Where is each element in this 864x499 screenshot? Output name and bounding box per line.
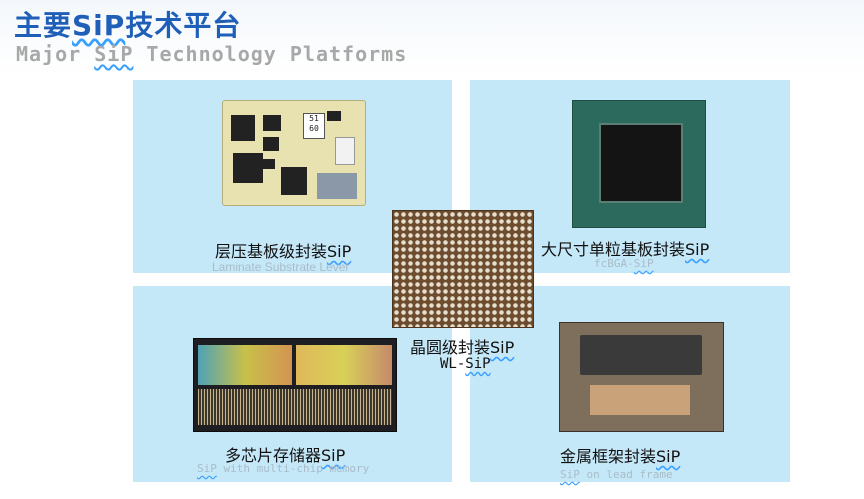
chip-marking-line2: 60	[309, 124, 319, 133]
chip-marking-line1: 51	[309, 114, 319, 123]
wl-chip-image	[392, 210, 534, 328]
page-title: 主要SiP技术平台	[14, 9, 242, 42]
leadframe-label-cn: 金属框架封装SiP	[560, 447, 681, 466]
page-subtitle: Major SiP Technology Platforms	[16, 42, 408, 66]
fcbga-die	[599, 123, 683, 203]
laminate-label-cn: 层压基板级封装SiP	[215, 242, 352, 261]
laminate-label-en: Laminate Substrate Level	[212, 260, 349, 274]
fcbga-label-en: fcBGA-SiP	[594, 257, 654, 270]
header-banner: 主要SiP技术平台 Major SiP Technology Platforms	[0, 0, 864, 76]
memory-label-cn: 多芯片存储器SiP	[225, 446, 346, 465]
wl-label-en: WL-SiP	[440, 356, 491, 372]
memory-label-en: SiP with multi-chip memory	[197, 462, 370, 475]
memory-chip-image	[193, 338, 397, 432]
leadframe-label-en: SiP on lead frame	[560, 468, 673, 481]
fcbga-chip-image	[572, 100, 706, 228]
wl-label-cn: 晶圆级封装SiP	[410, 338, 515, 357]
fcbga-label-cn: 大尺寸单粒基板封装SiP	[541, 240, 710, 259]
leadframe-chip-image	[559, 322, 724, 432]
